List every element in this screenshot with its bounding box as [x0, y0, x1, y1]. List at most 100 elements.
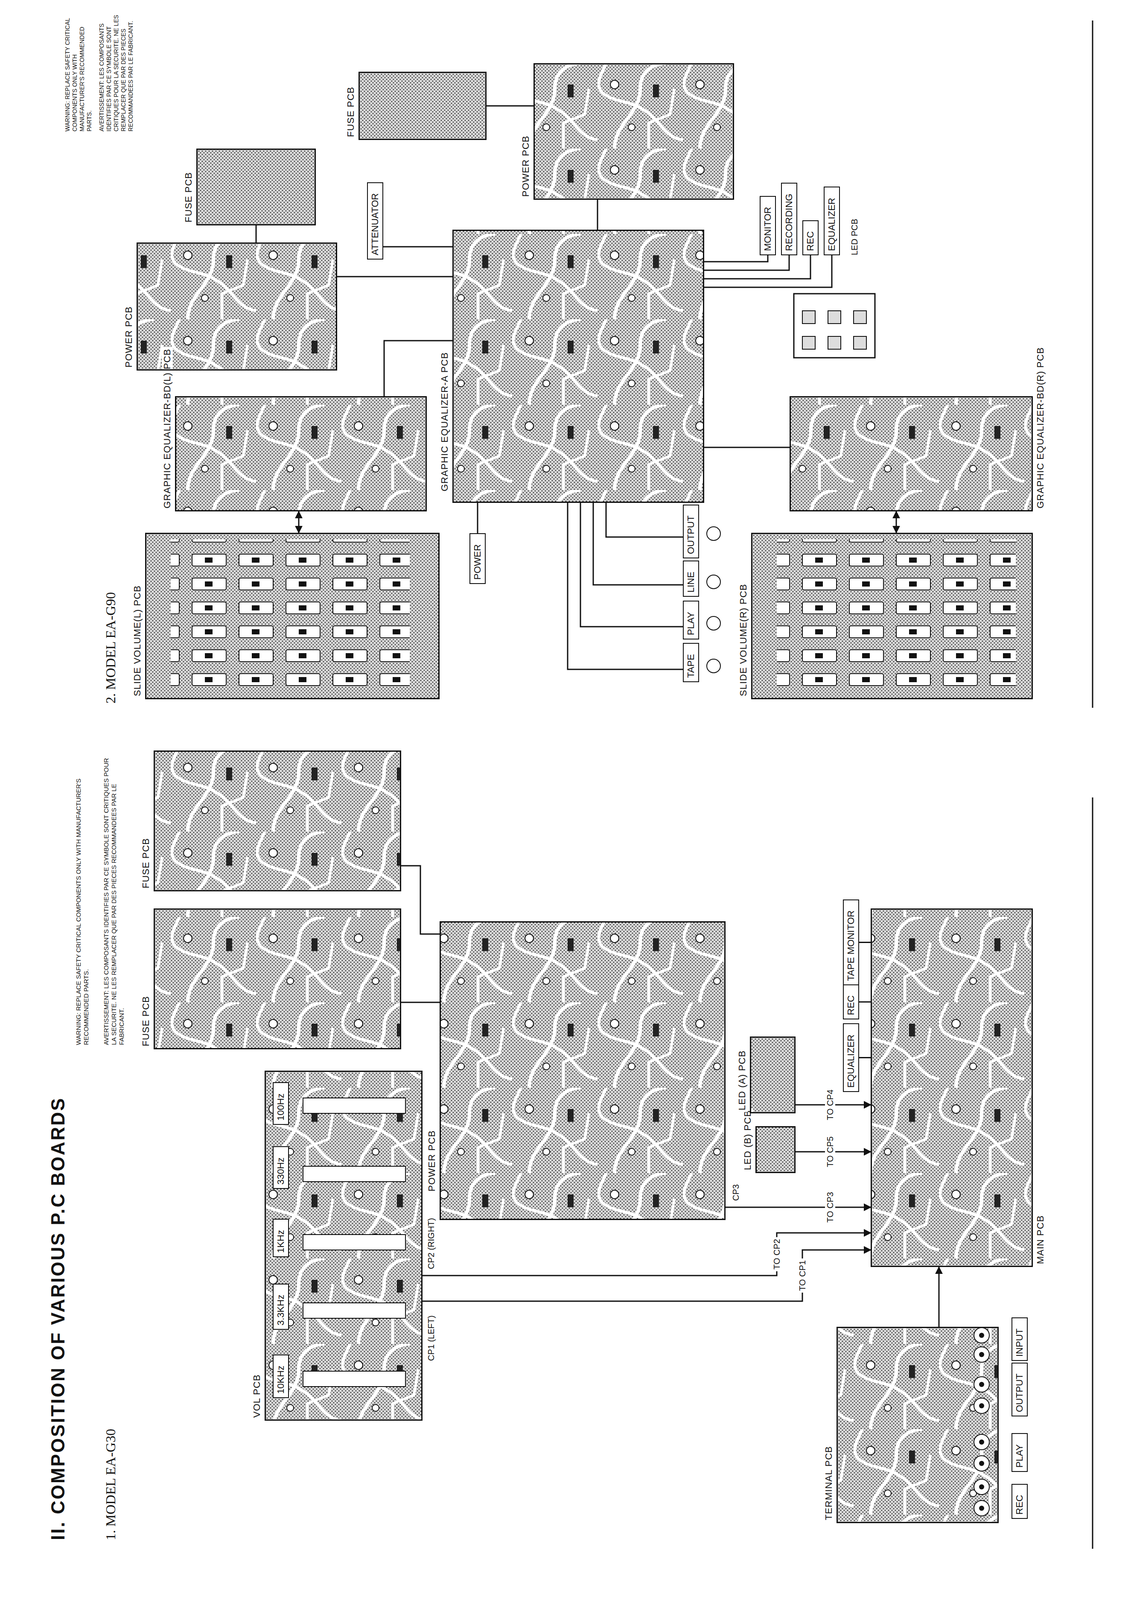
box-text: REC [845, 988, 857, 1015]
label-box: REC [802, 220, 819, 256]
board-heading: GRAPHIC EQUALIZER-BD(L) PCB [161, 346, 173, 511]
board-heading: LED (B) PCB [742, 1107, 754, 1172]
label-box: REC [1011, 1483, 1028, 1519]
pcb-board: LED (B) PCB [755, 1125, 796, 1173]
board-heading: MAIN PCB [1034, 1213, 1047, 1266]
board-heading: GRAPHIC EQUALIZER-BD(R) PCB [1034, 345, 1047, 511]
board-heading: FUSE PCB [183, 170, 195, 225]
wire-connector [337, 276, 453, 278]
annotation-text: WARNING: REPLACE SAFETY CRITICAL COMPONE… [74, 754, 91, 1045]
box-text: EQUALIZER [826, 190, 838, 251]
board-heading: POWER PCB [520, 134, 532, 199]
board-heading: POWER PCB [426, 1128, 438, 1193]
box-text: EQUALIZER [845, 1027, 857, 1088]
box-text: OUTPUT [1014, 1366, 1026, 1412]
label-box: 10KHz [272, 1354, 289, 1398]
wire-connector [725, 1206, 871, 1208]
annotation-text: CP2 (RIGHT) [425, 1217, 437, 1269]
pcb-board: GRAPHIC EQUALIZER-BD(L) PCB [174, 396, 427, 512]
wire-connector [859, 1056, 871, 1059]
pcb-board: POWER PCB [533, 63, 735, 200]
connector-label: TO CP1 [797, 1258, 808, 1293]
pcb-board: SLIDE VOLUME(L) PCB [145, 532, 440, 700]
pcb-board: GRAPHIC EQUALIZER-BD(R) PCB [789, 396, 1033, 512]
label-box: INPUT [1011, 1317, 1028, 1361]
board-heading: LED (A) PCB [736, 1048, 748, 1112]
box-text: RECORDING [783, 186, 795, 251]
box-text: 100Hz [275, 1086, 287, 1121]
pcb-board: TERMINAL PCB [836, 1326, 999, 1523]
pcb-board: LED (A) PCB [749, 1036, 796, 1114]
pcb-board: FUSE PCB [358, 71, 487, 140]
label-box: RECORDING [781, 182, 798, 256]
box-text: PLAY [685, 604, 697, 636]
label-box: OUTPUT [1011, 1362, 1028, 1417]
annotation-text: CP1 (LEFT) [425, 1314, 437, 1361]
connector-label: TO CP2 [771, 1236, 782, 1271]
board-heading: FUSE PCB [345, 84, 357, 139]
wire-connector [859, 1001, 871, 1003]
wire-connector [477, 502, 479, 534]
pcb-board: FUSE PCB [196, 148, 316, 226]
pcb-board: GRAPHIC EQUALIZER-A PCB [452, 229, 705, 503]
wire-connector [895, 511, 898, 533]
wire-connector [704, 255, 790, 271]
box-text: REC [804, 224, 817, 251]
box-text: POWER [472, 537, 484, 580]
annotation-text: 2. MODEL EA-G90 [102, 591, 119, 704]
board-heading: FUSE PCB [140, 836, 152, 890]
wire-connector [593, 502, 683, 585]
pcb-board: MAIN PCB [870, 908, 1033, 1267]
board-heading: TERMINAL PCB [823, 1443, 835, 1522]
wire-connector [704, 446, 790, 449]
box-text: PLAY [1014, 1437, 1026, 1468]
wire-connector [606, 502, 683, 537]
board-heading: SLIDE VOLUME(L) PCB [131, 583, 143, 698]
box-text: MONITOR [762, 200, 774, 251]
pcb-board: POWER PCB [439, 921, 726, 1220]
annotation-text: 1. MODEL EA-G30 [102, 1428, 119, 1540]
wire-connector [580, 502, 683, 627]
box-text: INPUT [1014, 1321, 1026, 1357]
wire-connector [401, 1001, 440, 1003]
box-text: LINE [685, 564, 697, 593]
box-text: 1KHz [275, 1222, 287, 1253]
pcb-board: SLIDE VOLUME(R) PCB [751, 532, 1033, 700]
box-text: REC [1014, 1487, 1026, 1515]
label-box: ATTENUATOR [367, 182, 384, 260]
box-text: TAPE MONITOR [845, 903, 857, 981]
connector-label: TO CP5 [824, 1134, 836, 1169]
board-heading: POWER PCB [123, 304, 135, 370]
label-box: PLAY [682, 600, 700, 640]
annotation-text: LED PCB [849, 218, 860, 256]
box-text: TAPE [685, 647, 697, 678]
label-box: 3.3KHz [272, 1283, 289, 1330]
board-heading: VOL PCB [251, 1372, 263, 1420]
box-text: 3.3KHz [275, 1287, 287, 1326]
box-text: OUTPUT [685, 508, 697, 554]
board-heading: SLIDE VOLUME(R) PCB [737, 582, 750, 699]
label-box: 330Hz [272, 1145, 289, 1189]
board-heading: FUSE PCB [140, 993, 152, 1048]
pcb-board: POWER PCB [136, 242, 338, 371]
wire-connector [859, 941, 871, 943]
pcb-board: FUSE PCB [153, 750, 402, 892]
board-heading: GRAPHIC EQUALIZER-A PCB [439, 350, 451, 493]
label-box: EQUALIZER [842, 1023, 860, 1092]
wire-connector [255, 225, 257, 243]
annotation-text: WARNING: REPLACE SAFETY CRITICAL COMPONE… [64, 11, 94, 132]
wire-connector [704, 255, 768, 262]
label-box: REC [842, 984, 860, 1020]
connector-label: TO CP4 [824, 1087, 836, 1122]
wire-connector [704, 255, 832, 288]
label-box: MONITOR [759, 195, 776, 256]
wire-connector [298, 511, 300, 533]
label-box: EQUALIZER [823, 186, 840, 256]
label-box: POWER [469, 533, 486, 584]
connector-label: TO CP3 [824, 1189, 836, 1225]
box-text: 330Hz [275, 1150, 287, 1185]
label-box: TAPE MONITOR [842, 899, 860, 986]
label-box: LINE [682, 560, 700, 597]
